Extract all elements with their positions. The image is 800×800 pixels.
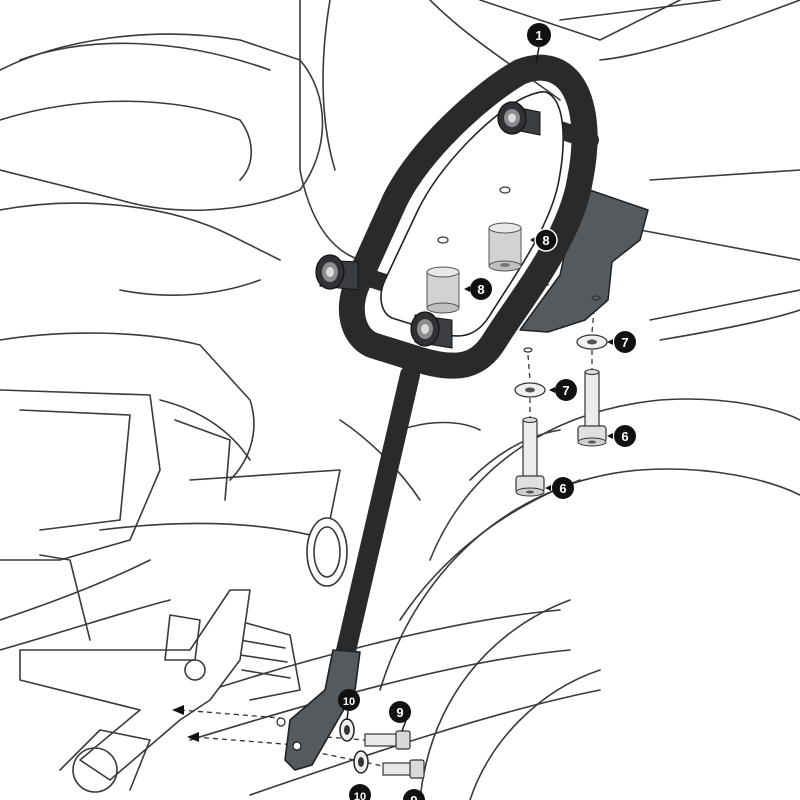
- small-washer: [499, 186, 511, 194]
- svg-text:9: 9: [410, 793, 417, 800]
- lower-hardware: [339, 718, 425, 779]
- horizontal-bolt: [364, 730, 411, 750]
- rubber-stud: [497, 101, 541, 136]
- mounting-hole: [292, 741, 302, 751]
- callout-8-upper: 8: [530, 228, 558, 252]
- small-washer: [523, 347, 533, 353]
- callout-7-right: 7: [607, 331, 636, 353]
- svg-text:7: 7: [562, 383, 569, 398]
- svg-text:8: 8: [542, 233, 549, 248]
- mounting-hole: [276, 717, 286, 727]
- bolt: [577, 369, 607, 447]
- callout-10-lower: 10: [349, 784, 371, 800]
- mounting-plate: [519, 184, 649, 333]
- bolt: [515, 417, 545, 497]
- lock-washer: [339, 718, 355, 742]
- svg-text:6: 6: [621, 429, 628, 444]
- callout-6-left: 6: [545, 477, 574, 499]
- rubber-stud: [410, 311, 453, 349]
- callouts: 1 8 8 7 7 6 6: [338, 23, 636, 800]
- lock-washer: [353, 750, 369, 774]
- arrow-left-icon: [187, 732, 199, 742]
- svg-text:10: 10: [354, 791, 366, 800]
- horizontal-bolt: [382, 759, 425, 779]
- svg-text:10: 10: [343, 696, 355, 708]
- small-washer: [437, 236, 449, 244]
- callout-8-lower: 8: [464, 278, 492, 300]
- rubber-studs: [315, 101, 541, 349]
- rubber-stud: [315, 254, 359, 291]
- callout-9-lower: 9: [403, 789, 425, 800]
- washer: [576, 334, 608, 350]
- svg-text:8: 8: [477, 282, 484, 297]
- svg-text:6: 6: [559, 481, 566, 496]
- callout-6-right: 6: [607, 425, 636, 447]
- svg-text:1: 1: [535, 28, 542, 43]
- washer: [514, 382, 546, 398]
- callout-9-upper: 9: [389, 701, 411, 723]
- callout-10-upper: 10: [338, 689, 360, 711]
- svg-text:9: 9: [396, 705, 403, 720]
- spacers: [426, 186, 522, 314]
- spacer: [426, 266, 460, 314]
- callout-1: 1: [527, 23, 551, 47]
- callout-7-left: 7: [549, 379, 577, 401]
- svg-text:7: 7: [621, 335, 628, 350]
- spacer: [488, 222, 522, 272]
- bolts-vertical: [515, 369, 607, 497]
- small-washer: [591, 295, 601, 301]
- frame-foot-plate: [284, 649, 361, 771]
- arrow-left-icon: [172, 705, 184, 715]
